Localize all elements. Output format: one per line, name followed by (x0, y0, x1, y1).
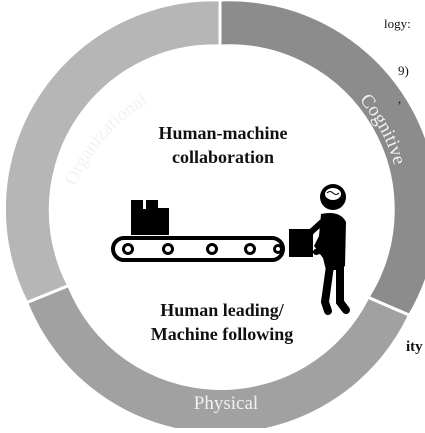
conveyor-belt-icon (111, 236, 285, 262)
worker-figure-icon (289, 184, 350, 315)
center-title-top-line2: collaboration (172, 147, 274, 167)
center-title-top-line1: Human-machine (158, 123, 287, 143)
ring-segment-organizational (2, 0, 222, 305)
ring-segment-physical (24, 283, 412, 433)
boxes-icon (131, 200, 169, 235)
cropped-text-year: 9) (398, 63, 409, 78)
center-title-bottom-line2: Machine following (151, 324, 294, 344)
cropped-text-bold: ity (406, 339, 423, 355)
cropped-text-comma: , (398, 91, 402, 106)
center-title-bottom-line1: Human leading/ (160, 300, 285, 320)
cropped-text-top-right: logy: (384, 16, 411, 31)
physical-label: Physical (194, 393, 258, 414)
brain-icon (325, 188, 341, 200)
